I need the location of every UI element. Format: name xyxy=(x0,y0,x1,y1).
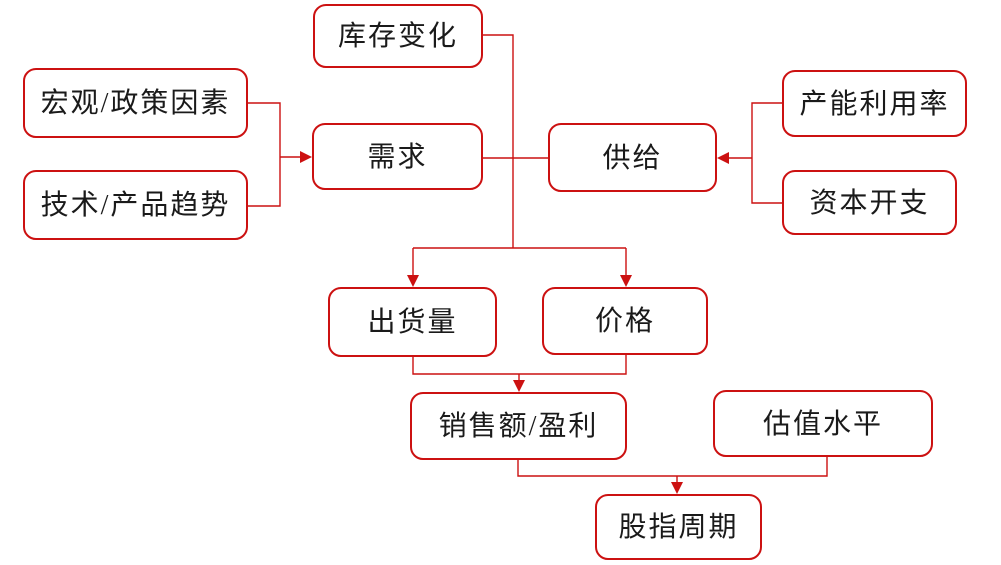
arrowhead-into-supply xyxy=(717,152,729,164)
node-inventory-change-label: 库存变化 xyxy=(337,21,458,52)
node-price: 价格 xyxy=(542,287,708,355)
node-demand-label: 需求 xyxy=(367,141,428,173)
node-sales-profit-label: 销售额/盈利 xyxy=(438,411,599,442)
arrowhead-into-stock-index xyxy=(671,482,683,494)
node-tech-product-label: 技术/产品趋势 xyxy=(40,190,231,221)
connector-capacity-to-junction xyxy=(751,102,782,204)
node-valuation-label: 估值水平 xyxy=(762,408,883,440)
node-shipments: 出货量 xyxy=(328,287,497,357)
node-stock-index-cycle-label: 股指周期 xyxy=(618,512,739,543)
node-capex-label: 资本开支 xyxy=(809,187,930,219)
node-capacity-utilization: 产能利用率 xyxy=(782,70,967,137)
arrowhead-into-price xyxy=(620,275,632,287)
node-supply-label: 供给 xyxy=(602,142,663,174)
node-capacity-utilization-label: 产能利用率 xyxy=(799,88,950,120)
arrowhead-into-sales xyxy=(513,380,525,392)
connector-inventory-down xyxy=(483,34,514,248)
node-macro-policy: 宏观/政策因素 xyxy=(23,68,248,138)
node-supply: 供给 xyxy=(548,123,717,192)
connector-merge-shipments-price xyxy=(412,355,627,375)
connector-merge-sales-valuation xyxy=(517,457,828,477)
node-sales-profit: 销售额/盈利 xyxy=(410,392,627,460)
node-demand: 需求 xyxy=(312,123,483,190)
node-valuation: 估值水平 xyxy=(713,390,933,457)
node-price-label: 价格 xyxy=(594,306,655,337)
node-inventory-change: 库存变化 xyxy=(313,4,483,68)
node-macro-policy-label: 宏观/政策因素 xyxy=(40,88,231,119)
node-stock-index-cycle: 股指周期 xyxy=(595,494,762,560)
node-tech-product: 技术/产品趋势 xyxy=(23,170,248,240)
arrowhead-into-demand xyxy=(300,151,312,163)
connector-macro-to-junction xyxy=(248,102,281,207)
node-shipments-label: 出货量 xyxy=(367,307,458,338)
arrowhead-into-shipments xyxy=(407,275,419,287)
node-capex: 资本开支 xyxy=(782,170,957,235)
